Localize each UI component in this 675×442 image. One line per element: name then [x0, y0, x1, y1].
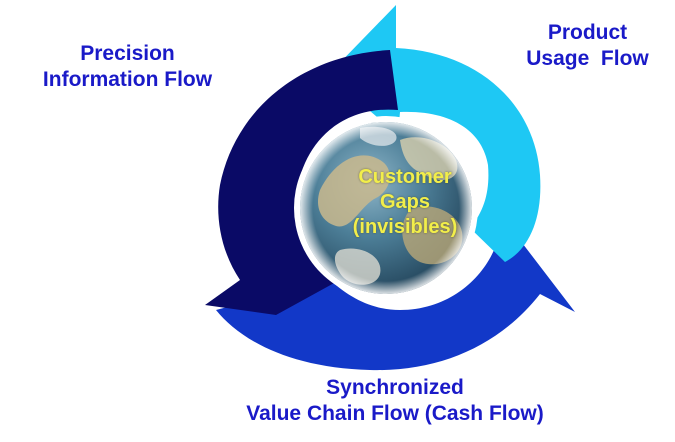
center-line-2: Gaps — [379, 191, 431, 213]
label-precision-line-2: Information Flow — [42, 68, 213, 91]
label-sync-line-2: Value Chain Flow (Cash Flow) — [246, 402, 544, 425]
label-precision-line-1: Precision — [80, 42, 175, 65]
arrow-segment-precision-info — [205, 50, 398, 315]
center-line-1: Customer — [358, 166, 452, 188]
label-precision-information-flow: Precision Information Flow — [0, 41, 255, 93]
arrow-segment-value-chain — [216, 214, 575, 371]
center-label-customer-gaps: Customer Gaps (invisibles) — [320, 165, 490, 240]
label-synchronized-value-chain-flow: Synchronized Value Chain Flow (Cash Flow… — [180, 375, 610, 427]
earth-globe-icon — [294, 116, 478, 300]
label-product-usage-flow: Product Usage Flow — [500, 20, 675, 72]
label-sync-line-1: Synchronized — [326, 376, 464, 399]
center-line-3: (invisibles) — [352, 216, 458, 238]
label-product-line-1: Product — [547, 21, 628, 44]
label-product-line-2: Usage Flow — [526, 47, 649, 70]
